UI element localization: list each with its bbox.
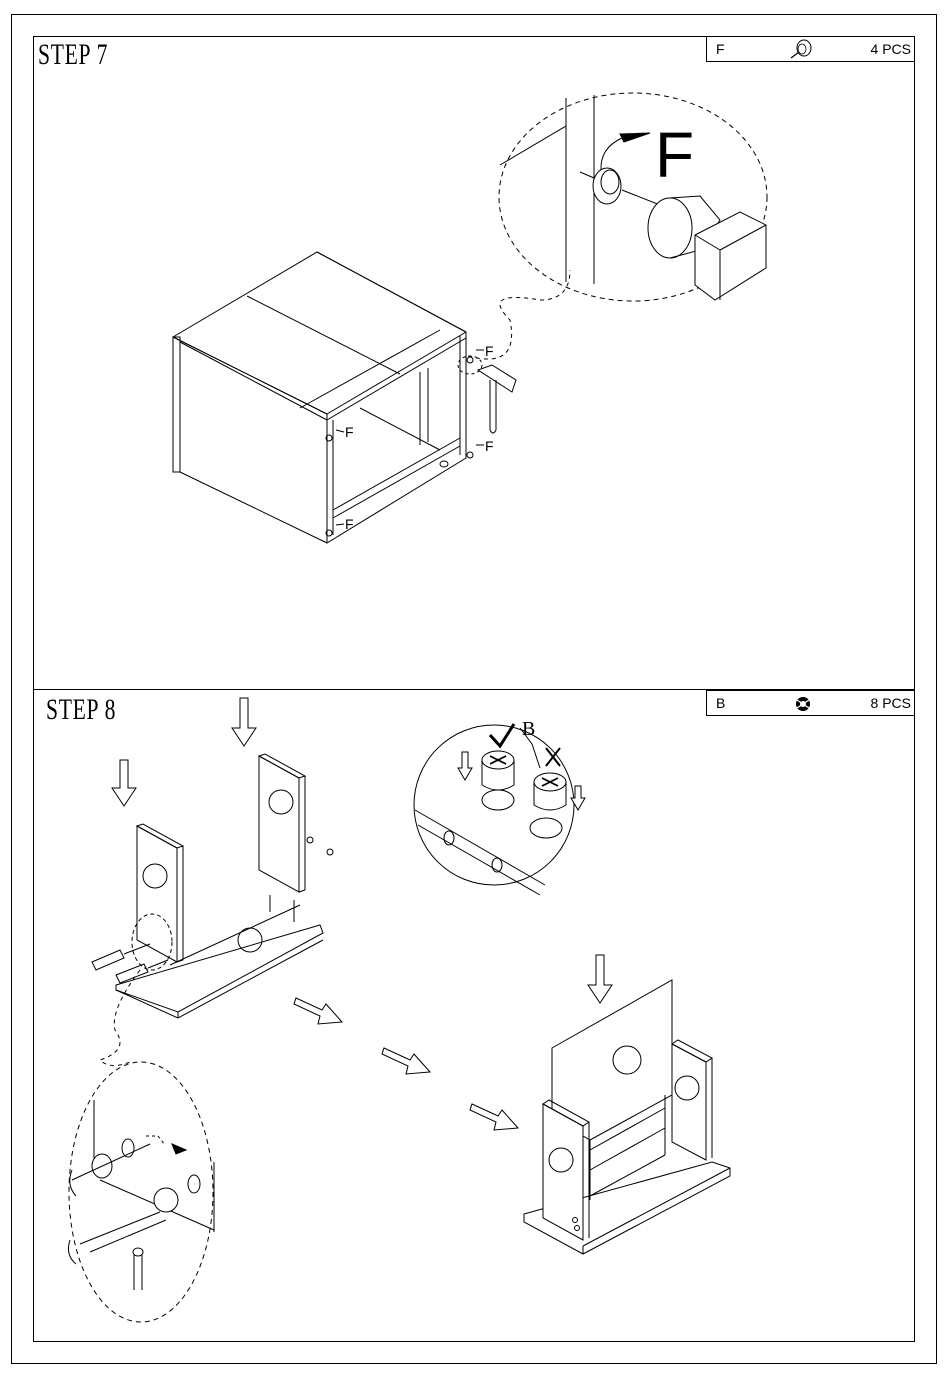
callout-label-b: B <box>522 718 535 741</box>
